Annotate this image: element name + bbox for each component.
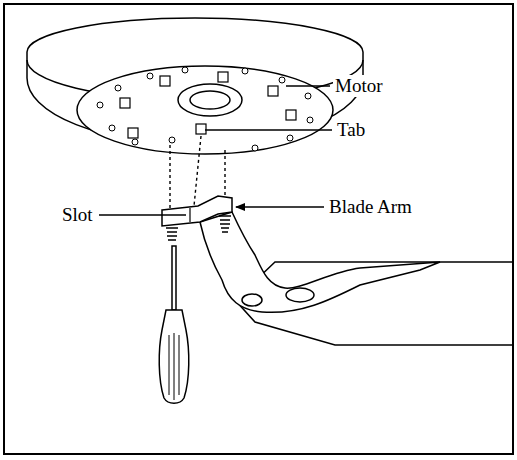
motor-hub-inner — [190, 91, 230, 109]
arm-hole — [286, 288, 314, 302]
leader-line — [99, 214, 186, 215]
leader-line — [286, 85, 330, 86]
part-label: Motor — [333, 75, 385, 97]
part-label: Blade Arm — [327, 196, 414, 218]
blade-arm-bracket — [162, 196, 232, 226]
motor-hub — [178, 84, 242, 116]
screwdriver-handle — [159, 310, 189, 403]
motor-tabs — [120, 72, 296, 138]
bracket-slot — [189, 208, 190, 222]
motor-holes — [97, 67, 313, 151]
screw — [219, 216, 231, 232]
screw — [166, 228, 178, 240]
handle-grooves — [169, 333, 179, 400]
motor-plate — [77, 66, 333, 154]
part-label: Tab — [335, 119, 367, 141]
blade-arm — [200, 212, 440, 312]
arm-hole — [242, 294, 262, 306]
leader-line — [205, 129, 332, 130]
alignment-lines — [170, 136, 225, 208]
screwdriver-tip — [172, 246, 176, 310]
leader-line — [236, 206, 324, 207]
frame-border — [4, 4, 513, 454]
part-label: Slot — [60, 204, 95, 226]
